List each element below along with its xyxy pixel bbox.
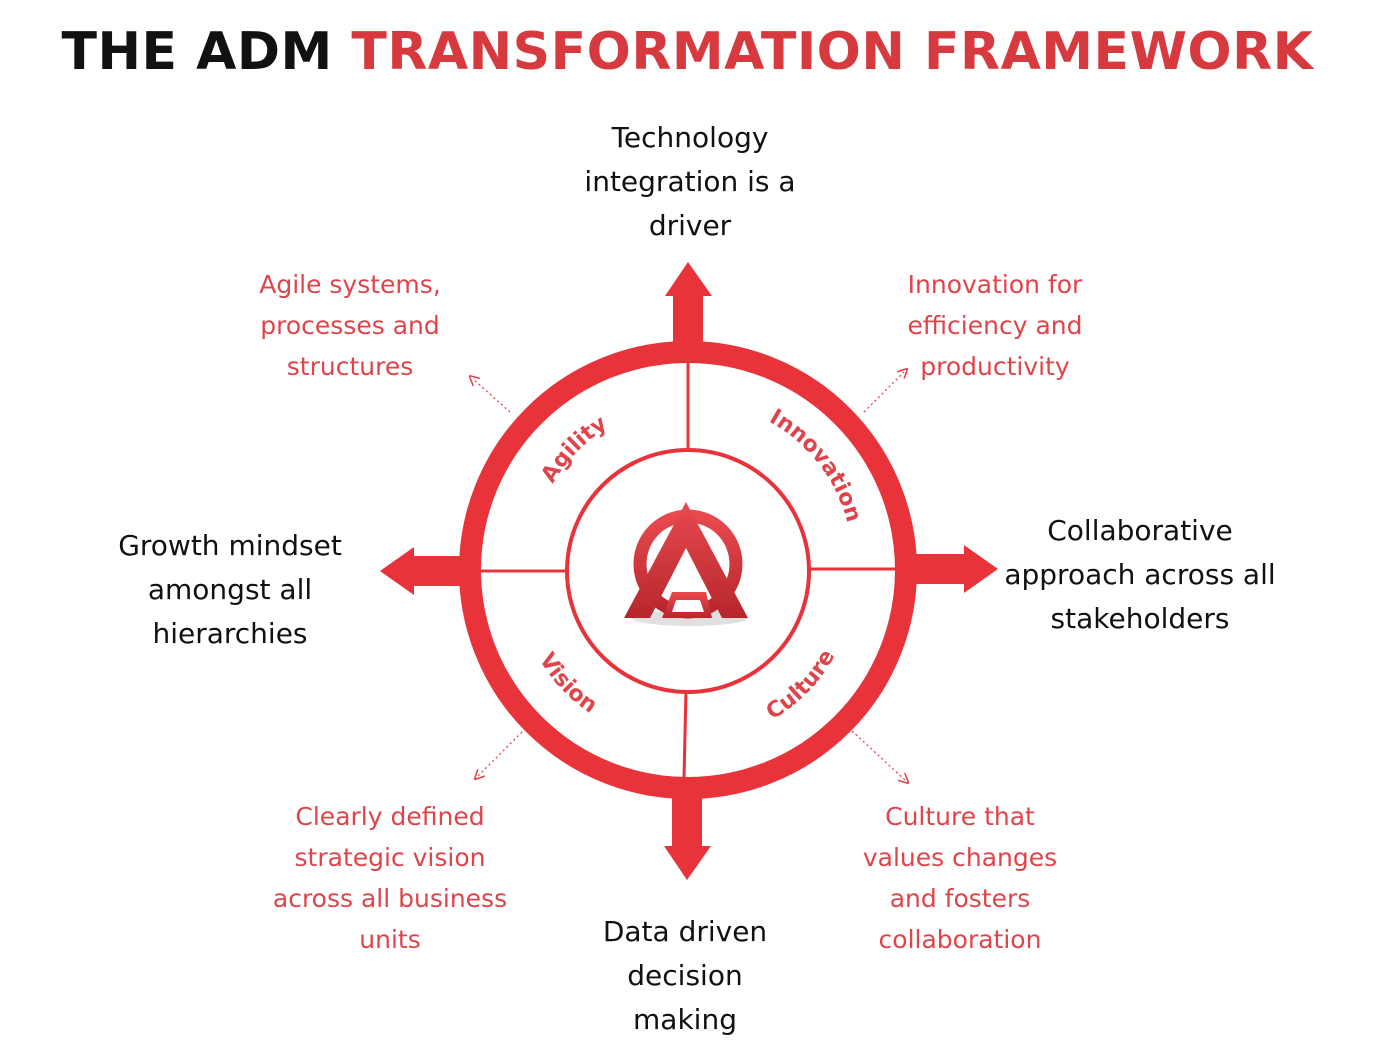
arrow-up — [665, 262, 712, 350]
callout-arrow-top-left — [473, 379, 511, 413]
spoke-bottom — [682, 689, 688, 779]
direction-label-left: Growth mindset amongst all hierarchies — [118, 529, 342, 650]
direction-label-top: Technology integration is a driver — [584, 121, 796, 242]
callout-label-bottom-left: Clearly defined strategic vision across … — [272, 802, 508, 954]
arrow-right — [905, 545, 998, 593]
title-part-framework: TRANSFORMATION FRAMEWORK — [351, 22, 1314, 82]
callout-label-top-left: Agile systems, processes and structures — [259, 270, 441, 381]
arrow-left — [380, 547, 470, 595]
callout-arrow-bottom-right — [851, 730, 905, 780]
title-part-adm: THE ADM — [61, 22, 333, 82]
direction-label-bottom: Data driven decision making — [602, 915, 768, 1036]
adm-logo — [624, 502, 748, 626]
page-title: THE ADM TRANSFORMATION FRAMEWORK — [0, 20, 1375, 84]
callout-label-bottom-right: Culture that values changes and fosters … — [862, 802, 1058, 954]
callout-arrow-bottom-left — [478, 731, 523, 776]
callout-label-top-right: Innovation for efficiency and productivi… — [907, 270, 1083, 381]
arrow-down — [664, 790, 711, 880]
direction-label-right: Collaborative approach across all stakeh… — [1004, 514, 1276, 635]
